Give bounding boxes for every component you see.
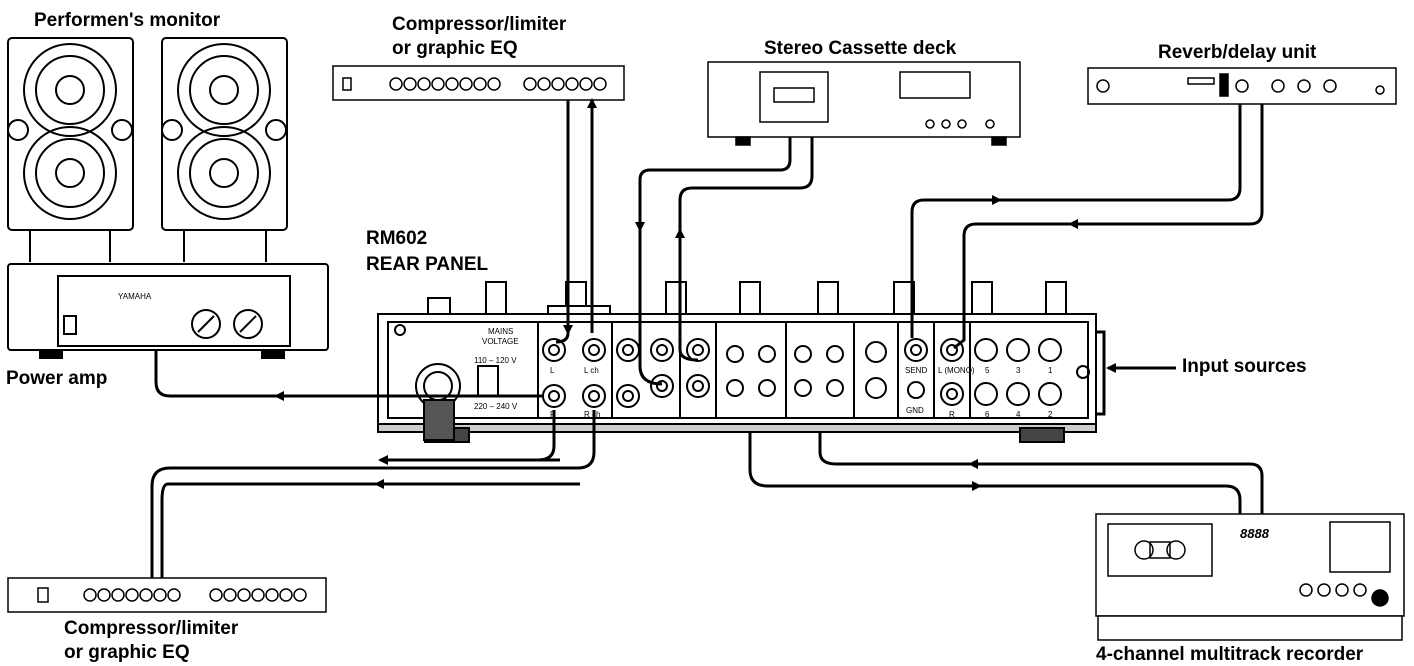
jack-rch-text: R ch [584,410,601,419]
rm602-rear-panel [377,281,1097,443]
multitrack-recorder [1095,513,1405,641]
jack-lch-text: L ch [584,366,599,375]
compressor-top-label-line1: Compressor/limiter [392,14,567,35]
speaker-left [7,37,134,262]
ch6-text: 6 [985,410,990,419]
cassette-deck [707,61,1021,146]
reverb-unit-label: Reverb/delay unit [1158,42,1317,63]
ch4-text: 4 [1016,410,1021,419]
compressor-top-label-line2: or graphic EQ [392,38,518,59]
ch1-text: 1 [1048,366,1053,375]
performers-monitor-label: Performen's monitor [34,10,221,31]
compressor-bottom-label-line2: or graphic EQ [64,642,190,663]
input-sources-label: Input sources [1182,356,1307,377]
send-text: SEND [905,366,928,375]
ch2-text: 2 [1048,410,1053,419]
voltage-110-text: 110 – 120 V [474,356,517,365]
rm602-label: RM602 [366,228,428,249]
power-amp-label: Power amp [6,368,108,389]
ch5-text: 5 [985,366,990,375]
multitrack-recorder-label: 4-channel multitrack recorder [1096,644,1364,665]
jack-r-text: R [550,410,556,419]
cassette-deck-label: Stereo Cassette deck [764,38,957,59]
speaker-right [161,37,288,262]
reverb-unit [1087,67,1397,105]
cables [150,98,1264,578]
compressor-bottom-device [7,577,327,613]
jack-l-text: L [550,366,555,375]
voltage-220-text: 220 – 240 V [474,402,518,411]
voltage-text: VOLTAGE [482,337,519,346]
counter-display: 8888 [1240,526,1269,541]
ch3-text: 3 [1016,366,1021,375]
jack-r2-text: R [949,410,955,419]
lmono-text: L (MONO) [938,366,975,375]
compressor-top-device [332,65,625,101]
power-amp-brand: YAMAHA [118,292,152,301]
mains-text: MAINS [488,327,514,336]
power-amp [7,263,329,359]
rear-panel-label: REAR PANEL [366,254,489,275]
gnd-text: GND [906,406,924,415]
compressor-bottom-label-line1: Compressor/limiter [64,618,239,639]
